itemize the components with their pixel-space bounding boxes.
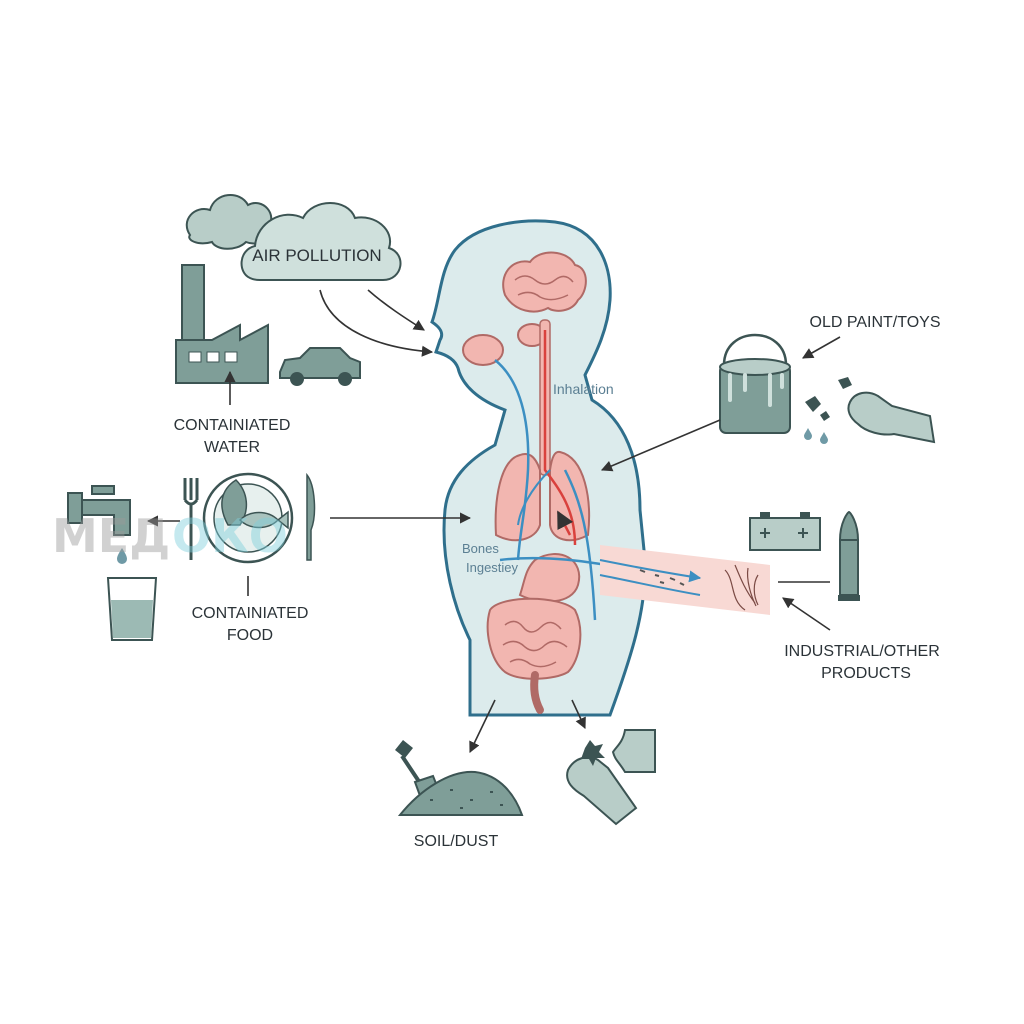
watermark-part2: ОКО: [172, 509, 288, 563]
soil-dust-label: SOIL/DUST: [414, 833, 499, 850]
air-pollution-source: AIR POLLUTION CONTAINIATED WATER: [174, 194, 434, 456]
contaminated-food-label-line2: FOOD: [227, 627, 273, 644]
water-food-source: CONTAINIATED FOOD: [67, 472, 472, 644]
watermark: МЕД ОКО: [52, 509, 288, 563]
nasal-cavity: [462, 334, 504, 366]
plate-icon: [202, 472, 294, 564]
car-icon: [279, 347, 361, 386]
contaminated-water-label-line1: CONTAINIATED: [174, 417, 291, 434]
battery-icon: [749, 512, 821, 551]
industrial-source: INDUSTRIAL/OTHER PRODUCTS: [749, 510, 940, 682]
old-paint-toys-label: OLD PAINT/TOYS: [810, 314, 941, 331]
factory-icon: [175, 264, 269, 384]
ingestion-label: Ingestiey: [466, 560, 519, 575]
contaminated-water-label-line2: WATER: [204, 439, 260, 456]
inhalation-label: Inhalation: [553, 381, 614, 397]
hand-icon: [847, 391, 936, 444]
industrial-label-line1: INDUSTRIAL/OTHER: [784, 643, 940, 660]
air-pollution-label: AIR POLLUTION: [252, 246, 381, 265]
intestines: [486, 597, 582, 680]
skin-absorption-arm: [599, 545, 770, 615]
air-pollution-cloud: AIR POLLUTION: [240, 202, 402, 281]
stomach: [518, 553, 581, 603]
knife-icon: [306, 472, 316, 561]
water-glass-icon: [106, 577, 158, 641]
contaminated-food-label-line1: CONTAINIATED: [192, 605, 309, 622]
industrial-label-line2: PRODUCTS: [821, 665, 911, 682]
human-body-figure: [430, 219, 647, 717]
hand-to-mouth-icon: [566, 729, 656, 826]
paint-toys-source: OLD PAINT/TOYS: [600, 314, 941, 472]
watermark-part1: МЕД: [52, 509, 170, 563]
bones-label: Bones: [462, 541, 499, 556]
bullet-icon: [838, 510, 860, 601]
soil-pile-icon: [397, 770, 524, 816]
soil-dust-source: SOIL/DUST: [395, 699, 656, 850]
paint-can-icon: [719, 333, 791, 434]
water-tap-icon: [67, 485, 131, 564]
fork-icon: [183, 478, 199, 560]
